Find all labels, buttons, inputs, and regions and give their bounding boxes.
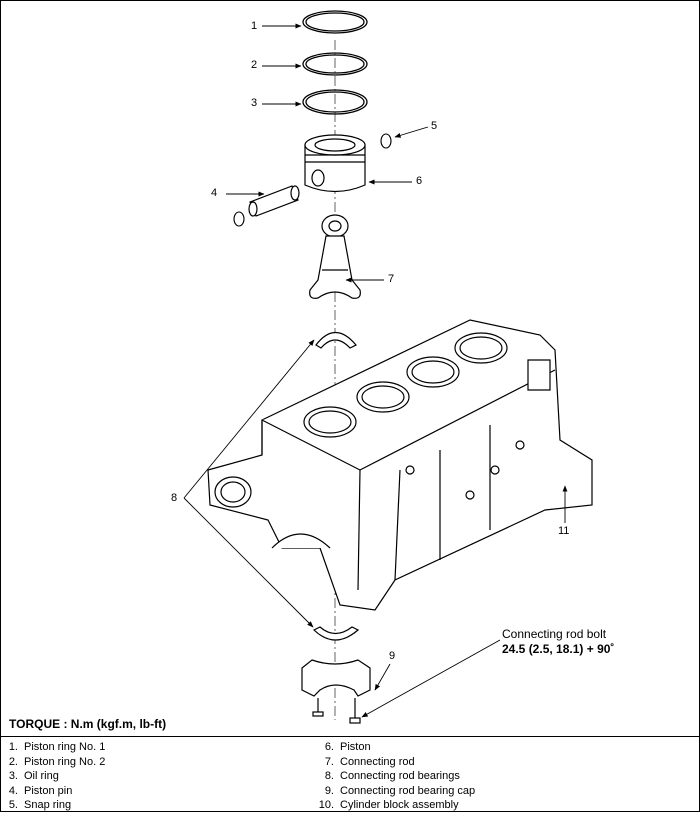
legend-item: 6. Piston: [316, 740, 475, 755]
legend-item: 1. Piston ring No. 1: [0, 740, 106, 755]
callout-4: 4: [211, 187, 218, 199]
legend-item: 8. Connecting rod bearings: [316, 769, 475, 784]
upper-bearing: [315, 331, 357, 349]
legend-item: 9. Connecting rod bearing cap: [316, 784, 475, 799]
legend-item: 5. Snap ring: [0, 798, 105, 813]
callout-7: 7: [388, 273, 395, 285]
legend-right-column: 6. Piston 7. Connecting rod 8. Connecting r…: [316, 740, 475, 813]
callout-2: 2: [251, 59, 258, 71]
leader-lines: [183, 23, 568, 718]
piston: [304, 134, 366, 193]
legend-label: Connecting rod bearings: [340, 770, 460, 783]
callout-3: 3: [251, 97, 258, 109]
legend-label: Piston: [340, 741, 371, 753]
legend-label: Piston pin: [24, 784, 73, 797]
legend-item: 4. Piston pin: [0, 784, 105, 799]
legend-item: 3. Oil ring: [0, 769, 105, 784]
legend-item: 2. Piston ring No. 2: [0, 755, 106, 770]
piston-ring-2: [302, 52, 368, 76]
cylinder-block: [207, 319, 593, 611]
legend-num: 8.: [324, 770, 334, 783]
piston-ring-1: [302, 10, 368, 34]
callout-6: 6: [416, 175, 423, 187]
connecting-rod-bolts: [312, 698, 361, 724]
lower-bearing: [312, 626, 360, 641]
bearing-cap: [301, 659, 371, 697]
legend-item: 10. Cylinder block assembly: [316, 798, 475, 813]
callout-11: 11: [558, 525, 570, 537]
legend-num: 7.: [324, 755, 334, 768]
connecting-rod: [309, 214, 361, 299]
legend-divider: [0, 736, 700, 737]
legend-num: 3.: [8, 770, 18, 783]
exploded-view-diagram: [183, 10, 593, 724]
torque-units-label: TORQUE : N.m (kgf.m, lb-ft): [9, 717, 167, 731]
legend-num: 5.: [8, 799, 18, 812]
legend-label: Oil ring: [24, 770, 59, 783]
oil-ring: [302, 89, 368, 115]
legend-label: Connecting rod: [340, 755, 415, 768]
snap-ring-left: [233, 211, 245, 227]
legend-num: 10.: [318, 799, 334, 812]
legend-num: 9.: [324, 784, 334, 797]
piston-pin: [248, 185, 300, 217]
legend-num: 4.: [8, 784, 18, 797]
legend-left-column: 1.Piston ring No. 1 2.Piston ring No. 2 …: [0, 740, 106, 813]
callout-1: 1: [251, 20, 258, 32]
legend-label: Piston ring No. 2: [24, 755, 106, 768]
legend-num: 6.: [324, 741, 334, 753]
callout-8: 8: [171, 492, 178, 504]
snap-ring-right: [380, 133, 392, 149]
legend-label: Connecting rod bearing cap: [340, 784, 476, 797]
bolt-torque-value: 24.5 (2.5, 18.1) + 90˚: [502, 642, 615, 656]
callout-9: 9: [389, 650, 396, 662]
legend-num: 1.: [8, 741, 18, 753]
legend-num: 2.: [8, 755, 18, 768]
legend-label: Piston ring No. 1: [24, 741, 106, 753]
bolt-name: Connecting rod bolt: [502, 627, 607, 641]
bolt-torque-note: Connecting rod bolt 24.5 (2.5, 18.1) + 9…: [502, 627, 614, 657]
legend-item: 7. Connecting rod: [316, 755, 475, 770]
callout-5: 5: [431, 120, 438, 132]
legend-label: Snap ring: [24, 799, 72, 812]
legend-label: Cylinder block assembly: [340, 799, 459, 812]
